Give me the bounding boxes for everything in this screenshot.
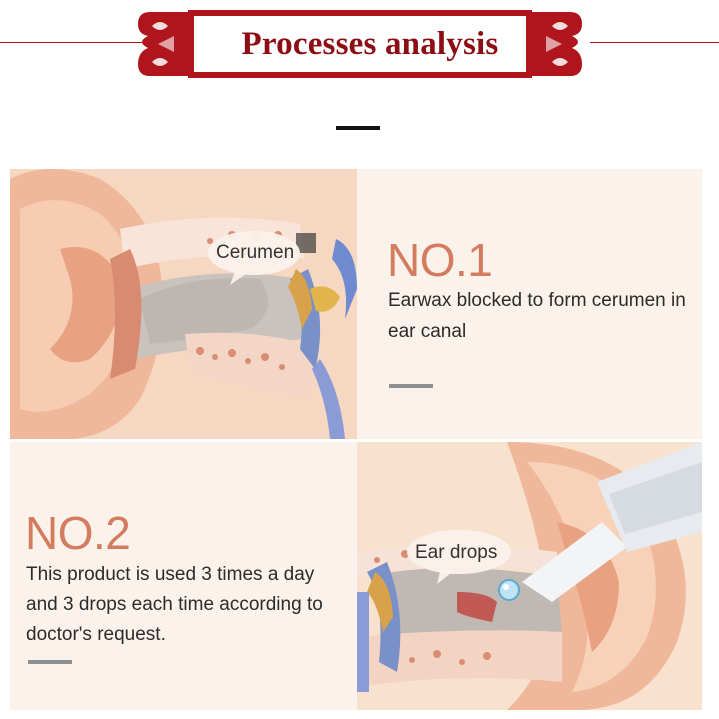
step-2-description: This product is used 3 times a day and 3…	[26, 564, 323, 645]
header-rule-left	[0, 42, 150, 43]
header-rule-right	[590, 42, 719, 43]
cerumen-label: Cerumen	[216, 242, 295, 263]
ear-anatomy-drawing	[10, 169, 357, 439]
step-2-card: NO.2 This product is used 3 times a day …	[10, 442, 357, 710]
ear-drops-callout-bubble	[407, 530, 511, 584]
header-divider-bar	[336, 126, 380, 130]
cerumen-callout-bubble	[208, 231, 300, 285]
step-2-number: NO.2	[25, 507, 131, 559]
step-1-card: NO.1 Earwax blocked to form cerumen in e…	[357, 169, 702, 439]
step-1-divider-bar	[389, 384, 433, 388]
banner-frame-ornament	[138, 10, 582, 78]
ear-drops-illustration: Ear drops	[357, 442, 702, 710]
step-2-divider-bar	[28, 660, 72, 664]
page-title: Processes analysis	[241, 25, 499, 62]
step-1-description: Earwax blocked to form cerumen in ear ca…	[388, 290, 686, 342]
ear-drops-label: Ear drops	[415, 542, 498, 563]
ear-canal-illustration: Cerumen	[10, 169, 357, 439]
step-1-number: NO.1	[387, 234, 493, 286]
